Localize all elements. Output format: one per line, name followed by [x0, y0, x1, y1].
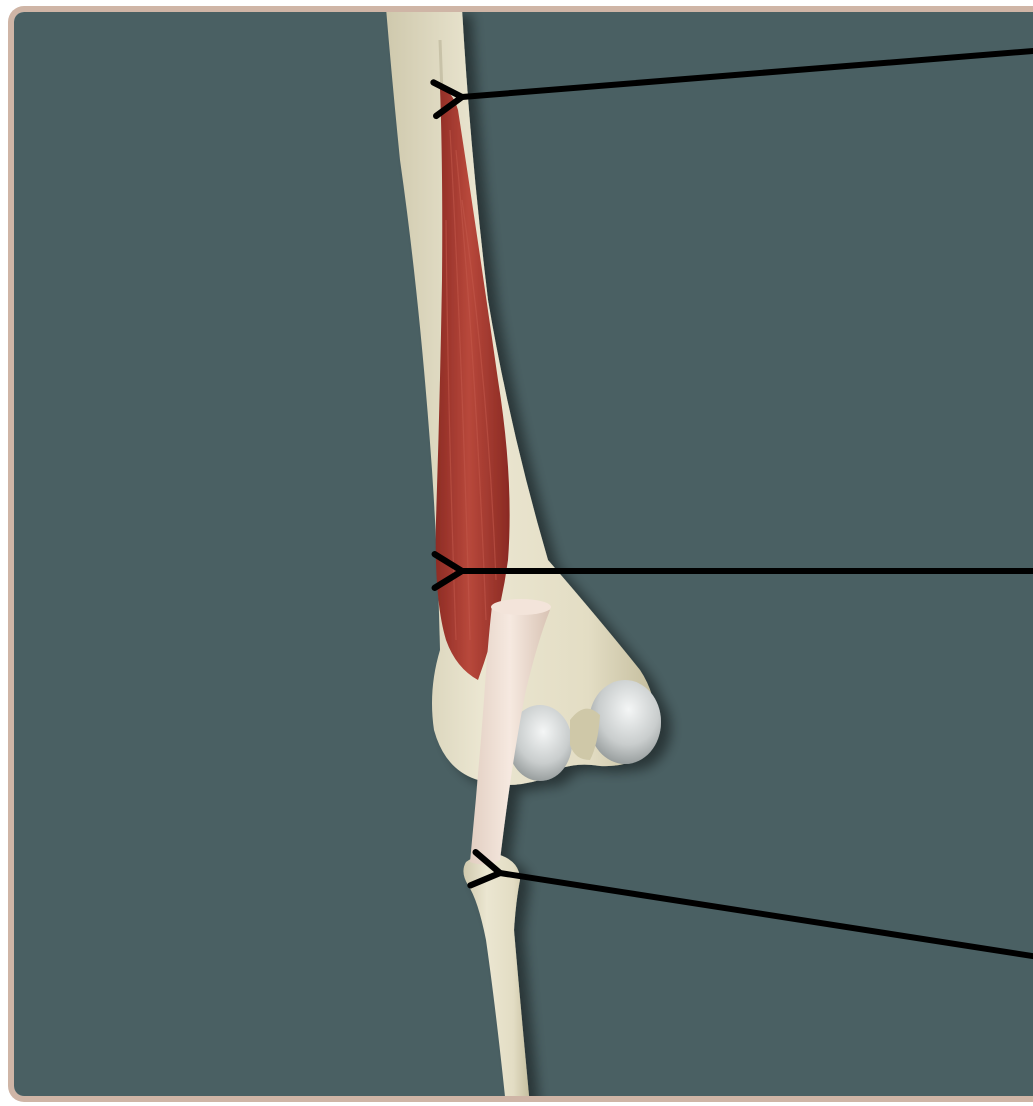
- illustration-frame: [8, 6, 1033, 1102]
- anatomy-illustration: [8, 6, 1033, 1102]
- tendon-top: [491, 599, 551, 615]
- medial-condyle: [589, 680, 661, 764]
